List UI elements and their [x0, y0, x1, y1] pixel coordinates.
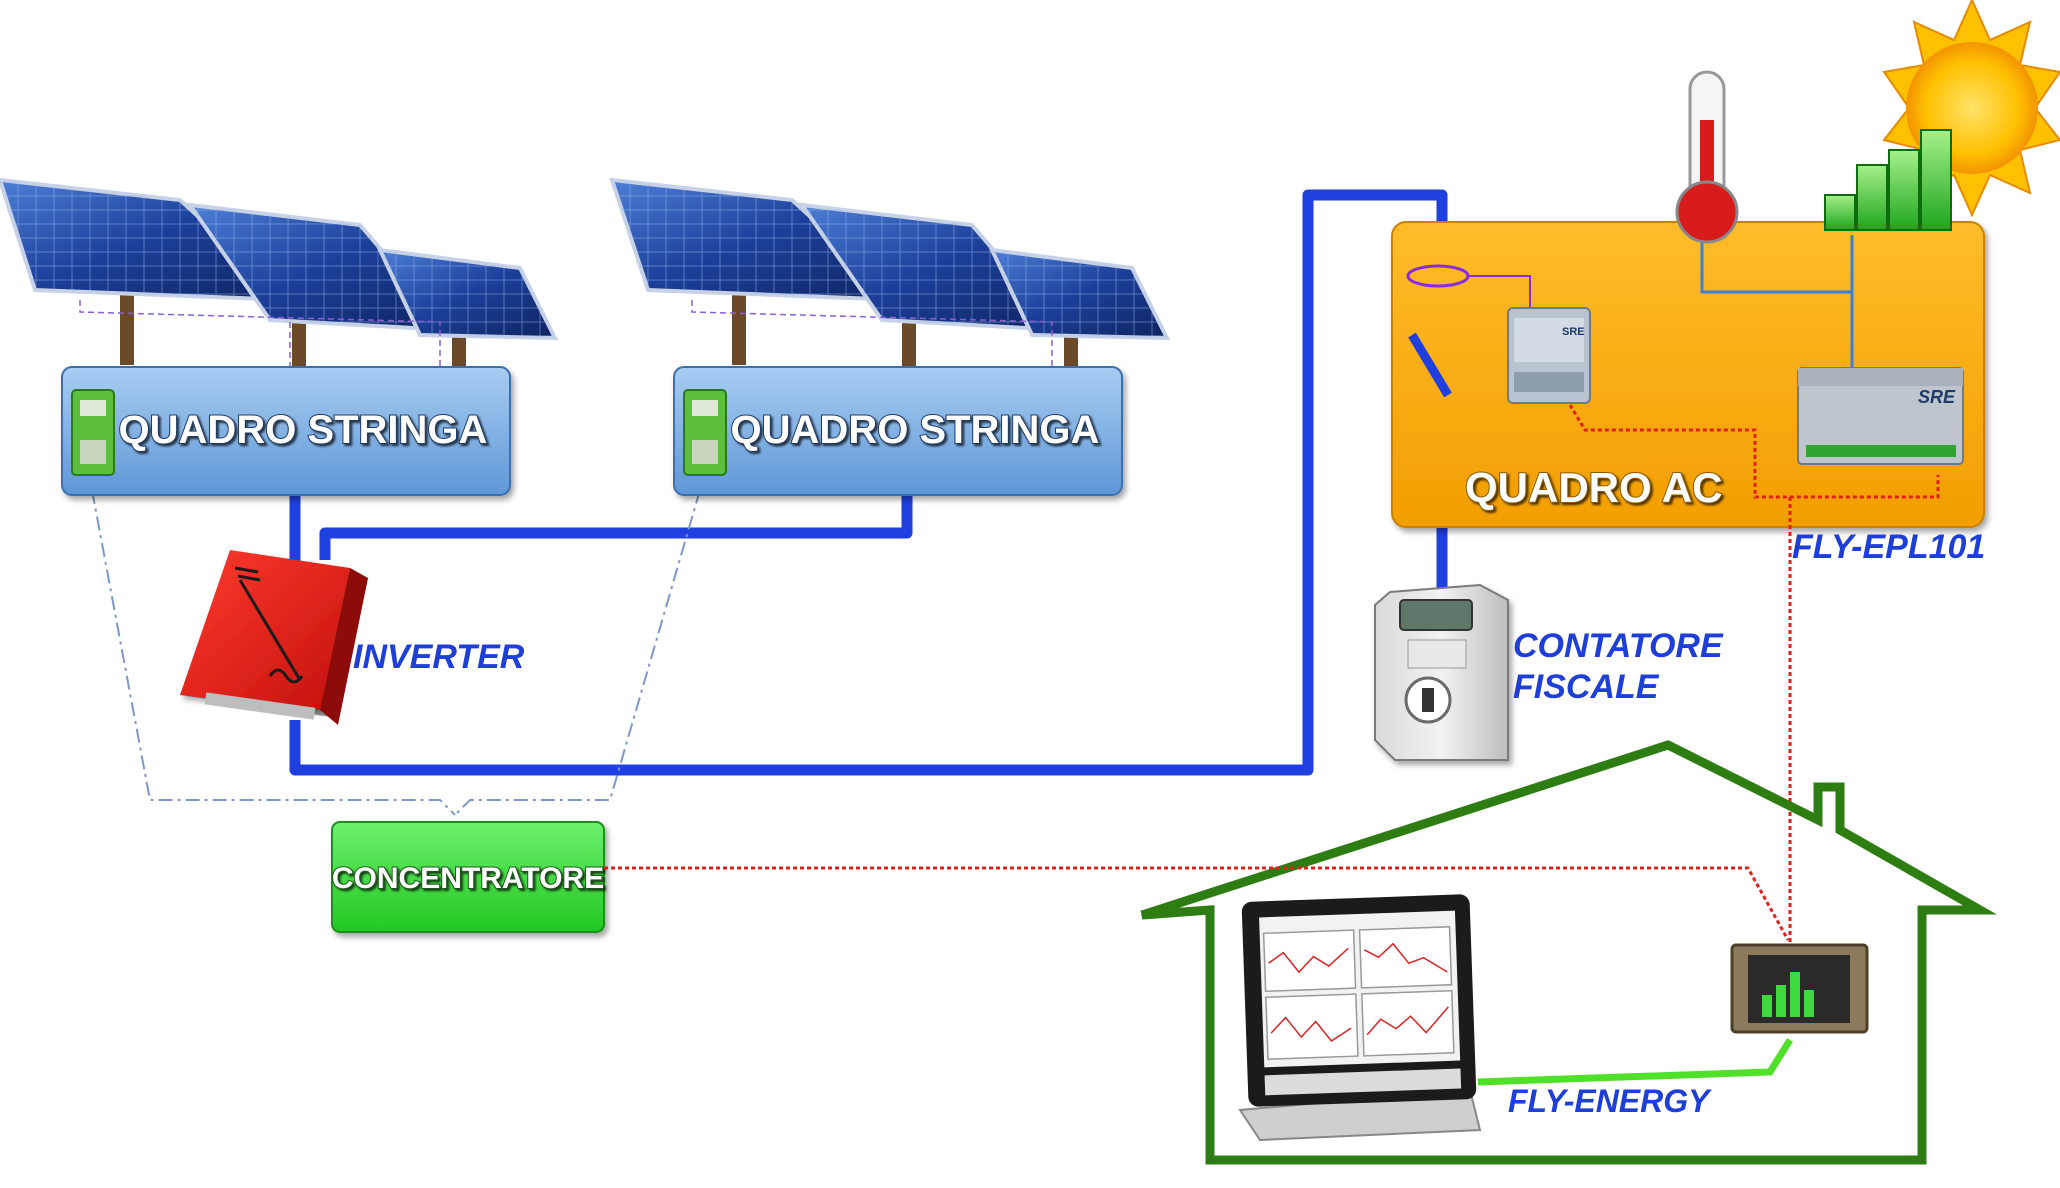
fly-epl101-device: SRE — [1797, 367, 1964, 465]
quadro-ac: SRE SRE QUADRO AC — [1391, 221, 1985, 948]
computer-monitor — [1238, 894, 1482, 1142]
fly-energy-display — [1730, 943, 1869, 1034]
string-module-2-icon — [683, 389, 727, 476]
quadro-stringa-2-label: QUADRO STRINGA — [731, 408, 1100, 452]
contatore-label-line1: CONTATORE — [1513, 627, 1724, 665]
solar-array-1 — [0, 177, 559, 390]
house-outline — [1140, 740, 1997, 1165]
inverter: INVERTER — [180, 550, 525, 725]
concentratore-label: CONCENTRATORE — [332, 862, 604, 895]
string-module-1-icon — [71, 389, 115, 476]
switch-icon — [1408, 332, 1452, 398]
module-brand-2: SRE — [1918, 387, 1956, 407]
concentratore-signal-line — [604, 866, 1790, 941]
irradiance-sensor-icon — [1824, 129, 1952, 231]
string2-to-inverter-cable — [319, 495, 913, 560]
thermometer-icon — [1675, 70, 1739, 244]
quadro-stringa-1: QUADRO STRINGA — [61, 366, 511, 496]
solar-array-2 — [609, 177, 1171, 390]
contatore-label-line2: FISCALE — [1513, 668, 1660, 706]
quadro-stringa-2: QUADRO STRINGA — [673, 366, 1123, 496]
energy-meter-module: SRE — [1507, 307, 1591, 404]
data-bus-lines — [91, 489, 701, 816]
inverter-label: INVERTER — [353, 638, 525, 676]
inverter-to-meter-cable — [289, 189, 1448, 776]
fly-energy-label: FLY-ENERGY — [1508, 1083, 1712, 1119]
module-brand-1: SRE — [1562, 326, 1585, 338]
fly-epl101-label: FLY-EPL101 — [1792, 528, 1985, 566]
contatore-fiscale: CONTATORE FISCALE — [1374, 583, 1724, 761]
concentratore: CONCENTRATORE — [331, 821, 605, 933]
quadro-stringa-1-label: QUADRO STRINGA — [119, 408, 488, 452]
fly-energy-link — [1477, 1038, 1793, 1086]
quadro-ac-label: QUADRO AC — [1465, 464, 1722, 511]
